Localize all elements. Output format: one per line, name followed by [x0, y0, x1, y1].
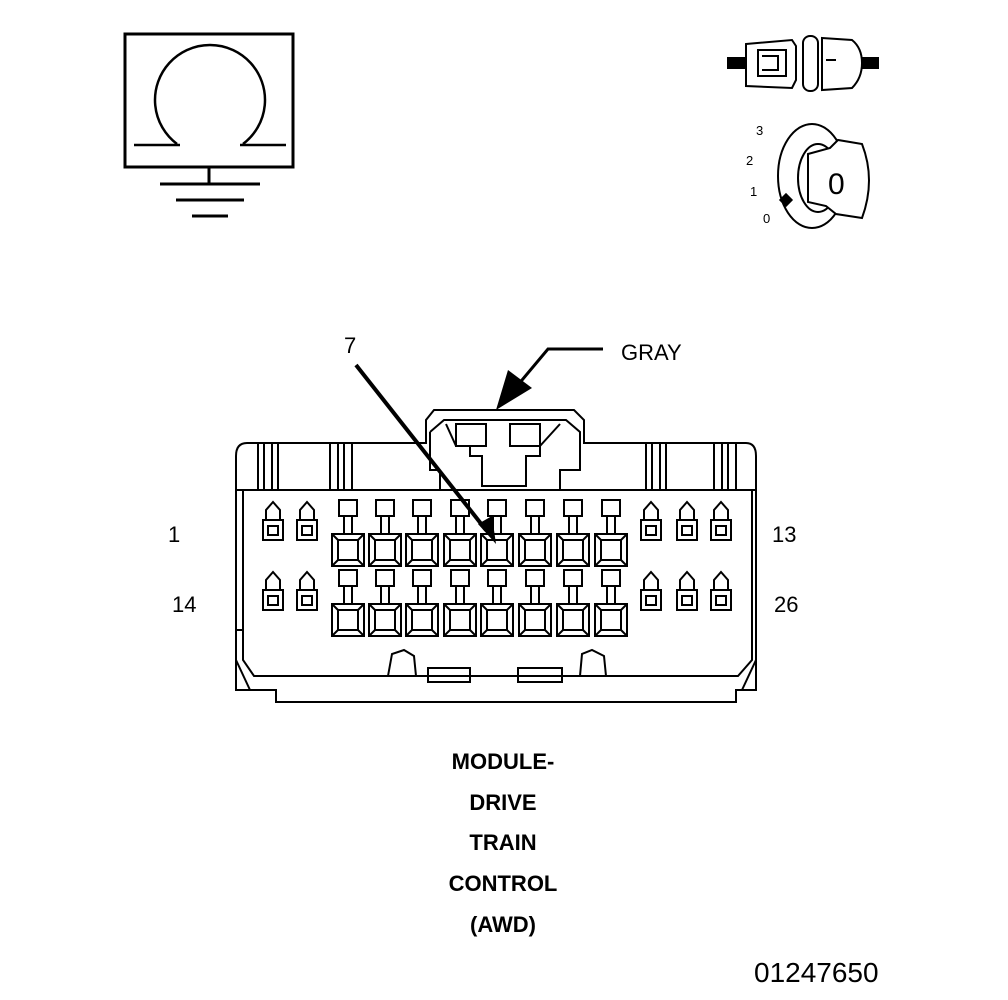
ohmmeter-ground-symbol — [123, 32, 295, 218]
pin-cavity-large — [331, 569, 365, 637]
connector-disconnect-icon — [727, 35, 879, 92]
title-line-4: CONTROL — [449, 871, 558, 896]
pin-cavity-small — [262, 500, 284, 541]
pin-cavity-large — [405, 499, 439, 567]
pin-cavity-small — [710, 570, 732, 611]
pin-cavity-large — [480, 499, 514, 567]
title-line-5: (AWD) — [470, 912, 536, 937]
pin-cavity-large — [556, 569, 590, 637]
pin-cavity-small — [710, 500, 732, 541]
pin-cavity-small — [676, 500, 698, 541]
pin-cavity-large — [368, 569, 402, 637]
pin-cavity-small — [676, 570, 698, 611]
row1-end-label: 13 — [772, 522, 796, 547]
ignition-key-icon: 3 2 1 0 0 — [746, 123, 870, 229]
row2-end-label: 26 — [774, 592, 798, 617]
connector-pins — [262, 499, 732, 637]
pin-cavity-large — [518, 569, 552, 637]
title-line-3: TRAIN — [469, 830, 536, 855]
pin-callout-arrow — [354, 363, 496, 544]
title-line-2: DRIVE — [469, 790, 536, 815]
ignition-position-1: 1 — [750, 184, 757, 199]
pin-cavity-small — [262, 570, 284, 611]
pin-cavity-large — [480, 569, 514, 637]
pin-cavity-large — [556, 499, 590, 567]
title-line-1: MODULE- — [452, 749, 555, 774]
pin-cavity-large — [331, 499, 365, 567]
color-leader-arrow — [496, 347, 603, 410]
pin-callout-label: 7 — [344, 333, 356, 358]
pin-cavity-large — [443, 499, 477, 567]
ignition-position-0: 0 — [763, 211, 770, 226]
pin-cavity-small — [296, 570, 318, 611]
pin-cavity-small — [640, 500, 662, 541]
ignition-position-2: 2 — [746, 153, 753, 168]
pin-cavity-large — [443, 569, 477, 637]
pin-cavity-large — [594, 569, 628, 637]
connector-color-label: GRAY — [621, 340, 682, 365]
pin-cavity-large — [368, 499, 402, 567]
connector-body — [235, 409, 757, 703]
pin-cavity-large — [518, 499, 552, 567]
ignition-position-3: 3 — [756, 123, 763, 138]
pin-cavity-small — [296, 500, 318, 541]
pin-cavity-small — [640, 570, 662, 611]
row1-start-label: 1 — [168, 522, 180, 547]
pin-cavity-large — [405, 569, 439, 637]
ignition-selected-position: 0 — [828, 168, 845, 201]
figure-number: 01247650 — [754, 957, 879, 988]
pin-cavity-large — [594, 499, 628, 567]
row2-start-label: 14 — [172, 592, 196, 617]
